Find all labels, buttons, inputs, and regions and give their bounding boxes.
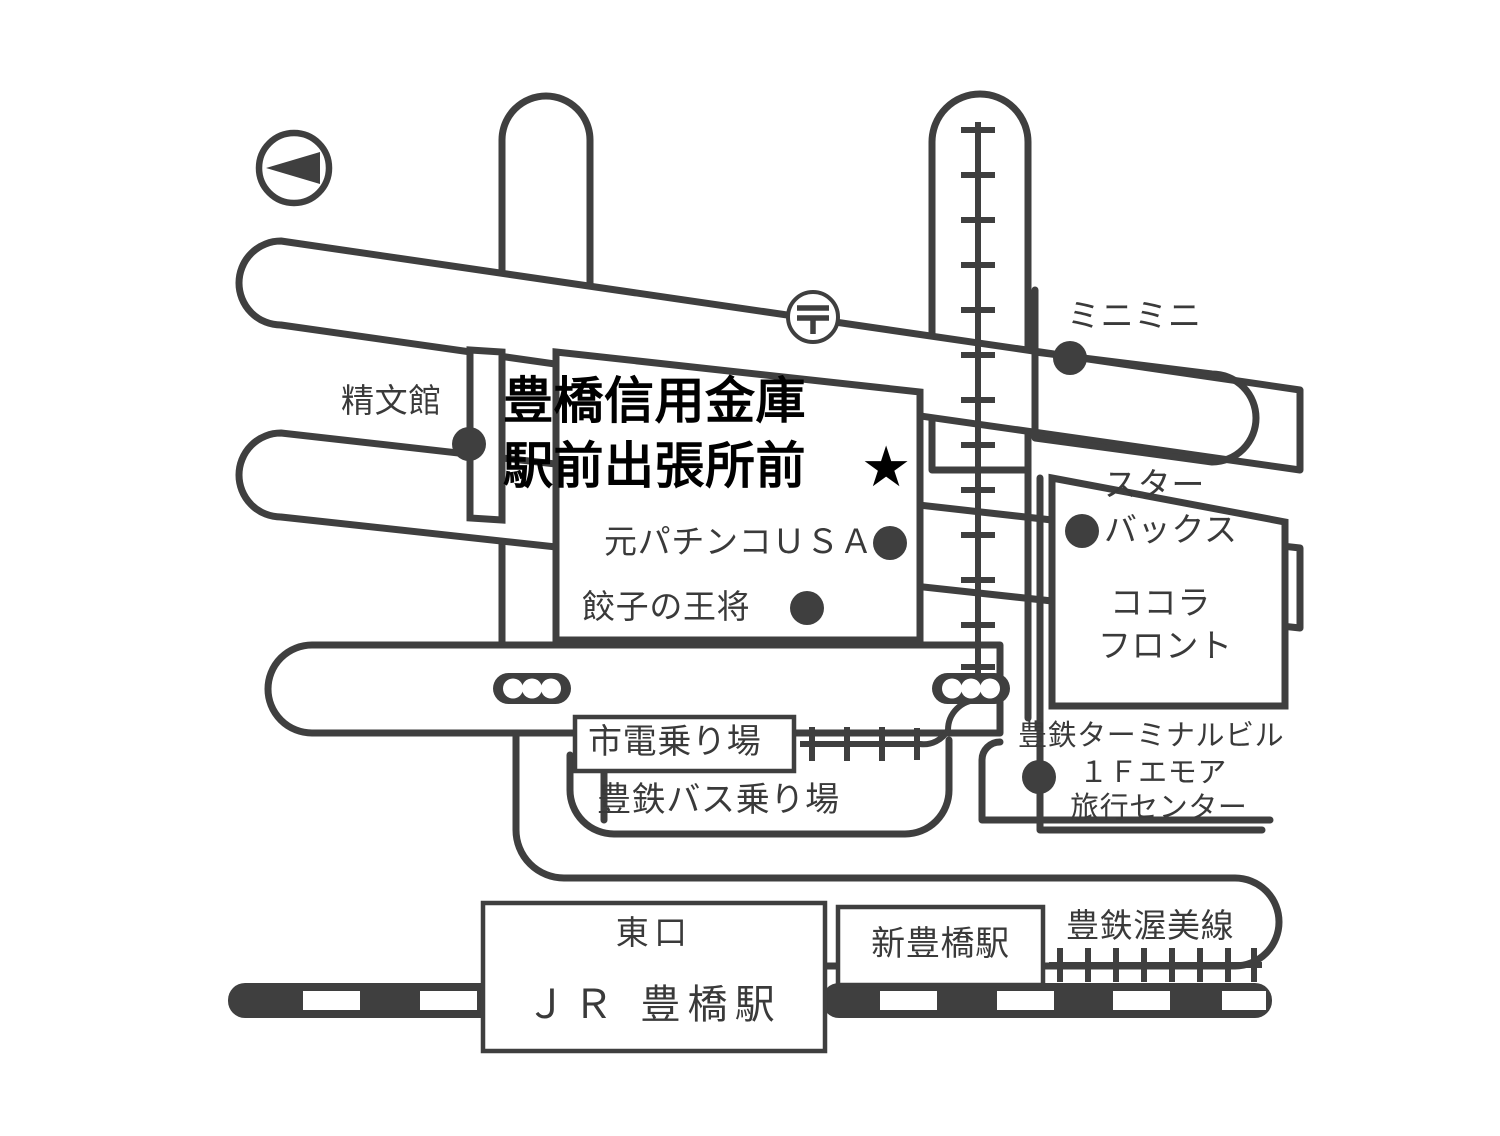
pedestrian-signal-icon-left [493, 673, 571, 704]
atsumi-ties [1057, 948, 1257, 982]
road-bus-pocket [566, 736, 953, 838]
label-minimini: ミニミニ [1067, 296, 1202, 335]
block-cocola-front [1048, 473, 1289, 710]
poi-dot-pachinko-usa [873, 526, 907, 560]
tram-ties [961, 127, 995, 670]
tram-branch-ties [809, 727, 920, 761]
label-toyotetsu-terminal-line3: 旅行センター [1070, 790, 1248, 824]
road-terminal-bracket [978, 738, 1274, 824]
label-higashiguchi: 東口 [615, 913, 693, 952]
label-toyotetsu-atsumi-line: 豊鉄渥美線 [1066, 906, 1235, 945]
block-outlines [466, 346, 1289, 710]
label-starbucks-line1: スター [1104, 465, 1205, 504]
label-gyoza-no-osho: 餃子の王将 [582, 587, 751, 626]
main-label-line2: 駅前出張所前 [503, 437, 806, 495]
post-office-icon [786, 290, 840, 344]
main-label-line1: 豊橋信用金庫 [503, 372, 806, 430]
road-right-vertical [1036, 474, 1266, 834]
label-pachinko-usa: 元パチンコＵＳＡ [604, 522, 874, 561]
jr-toyohashi-station-box [480, 900, 828, 1054]
label-toyotetsu-bus-noriba: 豊鉄バス乗り場 [597, 780, 840, 820]
atsumi-railway-line [1049, 948, 1262, 982]
pedestrian-signal-icon-right [932, 673, 1010, 704]
label-starbucks-line2: バックス [1104, 510, 1238, 549]
label-toyotetsu-terminal-line2: １Ｆエモア [1079, 755, 1227, 789]
star-marker: ★ [861, 435, 913, 500]
label-shiden-noriba: 市電乗り場 [588, 722, 762, 762]
poi-dot-gyoza-osho [790, 591, 824, 625]
poi-dot-toyotetsu-terminal [1022, 760, 1056, 794]
label-seibunkan: 精文館 [341, 381, 442, 420]
label-toyotetsu-terminal-line1: 豊鉄ターミナルビル [1018, 718, 1285, 752]
road-station-loop [486, 729, 1283, 970]
poi-dot-minimini [1053, 341, 1087, 375]
block-central [552, 348, 924, 644]
label-cocola-front-line2: フロント [1098, 626, 1233, 665]
shiden-noriba-box [572, 714, 797, 774]
block-left [466, 346, 506, 524]
shin-toyohashi-station-box [835, 904, 1046, 988]
compass-icon [255, 129, 333, 207]
road-right-scurve [1031, 286, 1260, 466]
label-cocola-front-line1: ココラ [1110, 583, 1211, 622]
poi-dot-starbucks [1065, 514, 1099, 548]
poi-dot-seibunkan [452, 427, 486, 461]
label-shin-toyohashi-station: 新豊橋駅 [871, 924, 1010, 964]
road-horizontal-lower [264, 641, 1004, 737]
label-jr-toyohashi-station: ＪＲ 豊橋駅 [526, 982, 782, 1028]
